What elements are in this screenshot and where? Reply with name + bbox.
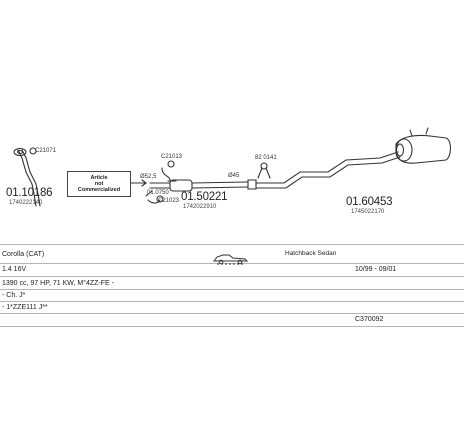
mid-clamp-drawing	[167, 160, 175, 168]
car-body-icon	[213, 254, 249, 265]
part-number-rear-silencer[interactable]: 01.60453	[346, 196, 393, 208]
article-box-line3: Commercialized	[77, 187, 121, 194]
vehicle-chassis: - Ch. J*	[2, 292, 26, 299]
article-not-commercialized-box: Article not Commercialized	[67, 171, 131, 197]
diameter-rear-label: Ø45	[228, 173, 240, 179]
tail-pipe-drawing	[255, 151, 399, 184]
front-flange-drawing	[13, 147, 27, 157]
article-box-line2: not	[94, 180, 104, 187]
oem-ref-front-pipe: 1740222140	[9, 200, 43, 206]
vehicle-type-code: - 1*ZZE111 J**	[2, 304, 48, 311]
front-pipe-drawing	[17, 149, 37, 207]
diameter-front-label: Ø52,5	[140, 174, 157, 180]
oem-ref-intermediate: 1742022910	[183, 204, 217, 210]
info-table-top-border	[0, 244, 464, 245]
info-table-row-divider	[0, 276, 464, 277]
article-box-line1: Article	[90, 174, 108, 181]
info-table-row-divider	[0, 289, 464, 290]
part-number-front-pipe[interactable]: 01.10186	[6, 187, 53, 199]
mid-clamp-bottom-label[interactable]: C21023	[158, 198, 180, 204]
vehicle-engine: 1.4 16V	[2, 266, 27, 273]
vehicle-model: Corolla (CAT)	[2, 251, 45, 258]
front-gasket-label[interactable]: C21071	[35, 148, 57, 154]
mid-clamp-top-label[interactable]: C21013	[161, 154, 183, 160]
vehicle-specs: 1390 cc, 97 HP, 71 KW, M°4ZZ-FE -	[2, 280, 114, 287]
rear-clamp-label[interactable]: 82 0141	[255, 155, 277, 161]
rear-clamp-drawing	[260, 162, 268, 170]
info-table-row-divider	[0, 301, 464, 302]
intermediate-pipe-drawing	[149, 182, 171, 189]
oem-ref-rear-silencer: 1745022170	[351, 209, 385, 215]
info-table-row-divider	[0, 313, 464, 314]
vehicle-body-type: Hatchback Sedan	[285, 250, 337, 257]
mid-small-part-label[interactable]: 01.0750	[147, 190, 169, 196]
rear-silencer-drawing	[395, 134, 452, 164]
info-table-row-divider	[0, 263, 464, 264]
catalog-code: C370092	[355, 316, 384, 323]
vehicle-dates: 10/99 - 09/01	[355, 266, 397, 273]
middle-silencer-drawing	[169, 179, 193, 192]
front-gasket-drawing	[29, 147, 37, 155]
info-table-bottom-border	[0, 326, 464, 327]
part-number-intermediate[interactable]: 01.50221	[181, 191, 228, 203]
